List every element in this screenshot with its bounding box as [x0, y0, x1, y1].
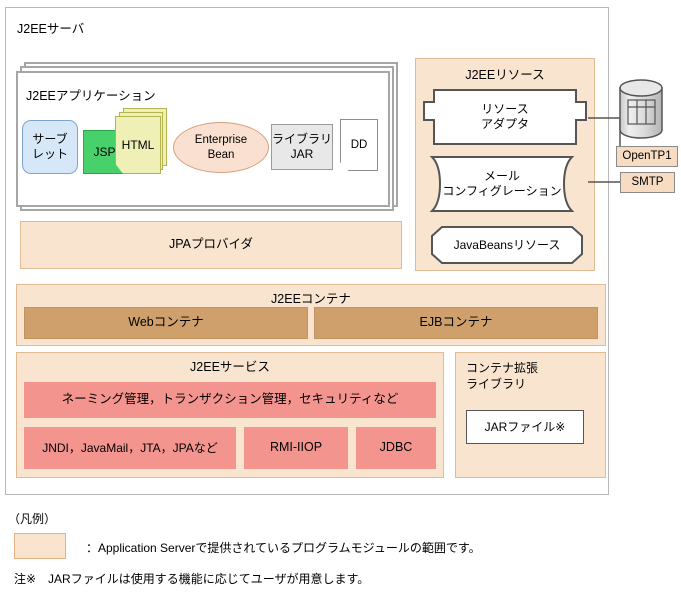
j2ee-container-title: J2EEコンテナ: [271, 292, 351, 306]
mail-configuration-shape: [422, 155, 582, 213]
ejb-container-box: EJBコンテナ: [314, 307, 598, 339]
resource-adapter-shape: [422, 88, 588, 146]
legend-heading: （凡例）: [8, 512, 57, 526]
servlet-component: サーブ レット: [22, 120, 78, 174]
legend-description: ：Application Serverで提供されているプログラムモジュールの範囲…: [86, 541, 481, 555]
j2ee-resources-title: J2EEリソース: [465, 68, 545, 82]
database-cylinder-icon: [618, 78, 664, 140]
j2ee-application-title: J2EEアプリケーション: [26, 89, 156, 103]
legend-color-swatch: [14, 533, 66, 559]
service-box-management: ネーミング管理，トランザクション管理，セキュリティなど: [24, 382, 436, 418]
j2ee-services-title: J2EEサービス: [190, 360, 270, 374]
service-box-rmi-iiop: RMI-IIOP: [244, 427, 348, 469]
jar-file-box: JARファイル※: [466, 410, 584, 444]
cel-title-line2: ライブラリ: [466, 377, 527, 392]
service-box-jndi: JNDI，JavaMail，JTA，JPAなど: [24, 427, 236, 469]
servlet-label-line2: レット: [31, 147, 68, 161]
enterprise-bean-component: Enterprise Bean: [173, 122, 269, 173]
enterprise-bean-label-line1: Enterprise: [194, 134, 248, 147]
web-container-box: Webコンテナ: [24, 307, 308, 339]
library-jar-label-line2: JAR: [290, 147, 314, 161]
javabeans-resource-shape: [430, 225, 584, 265]
j2ee-server-title: J2EEサーバ: [17, 22, 85, 36]
smtp-external-box: SMTP: [620, 172, 675, 193]
library-jar-component: ライブラリ JAR: [271, 124, 333, 170]
service-box-jdbc: JDBC: [356, 427, 436, 469]
enterprise-bean-label-line2: Bean: [207, 148, 235, 161]
opentp1-external-box: OpenTP1: [616, 146, 678, 167]
cel-title-line1: コンテナ拡張: [466, 361, 539, 375]
dd-document-component: DD: [340, 119, 378, 171]
servlet-label-line1: サーブ: [32, 132, 68, 146]
footnote-text: 注※ JARファイルは使用する機能に応じてユーザが用意します。: [14, 572, 370, 586]
library-jar-label-line1: ライブラリ: [272, 132, 333, 146]
container-extension-library-title: コンテナ拡張 ライブラリ: [466, 360, 600, 392]
html-document-component: HTML: [115, 116, 161, 174]
jpa-provider-box: JPAプロバイダ: [20, 221, 402, 269]
